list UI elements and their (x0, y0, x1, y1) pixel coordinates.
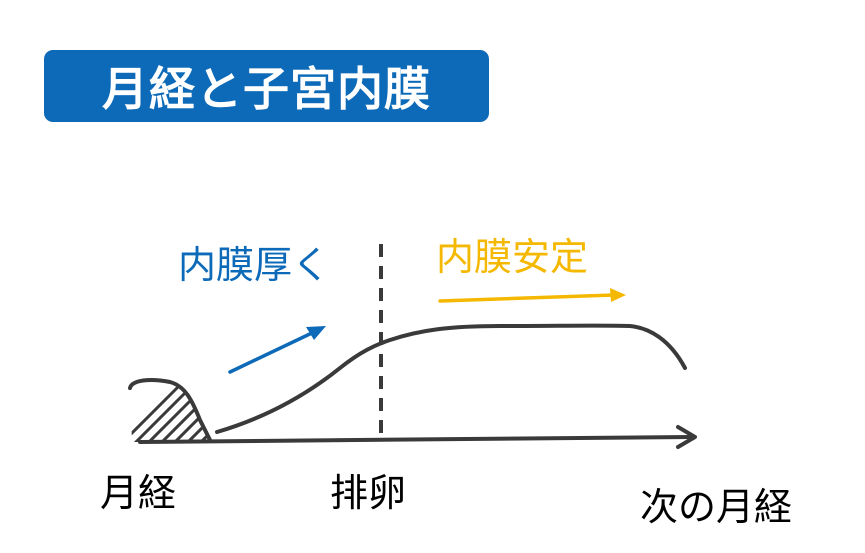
title-badge: 月経と子宮内膜 (44, 50, 489, 122)
thickening-arrow-shaft (228, 330, 316, 374)
thickening-arrowhead (306, 326, 326, 340)
stable-arrow-shaft (438, 293, 616, 303)
time-axis (138, 435, 692, 444)
axis-label-ovulation: 排卵 (330, 471, 407, 515)
hatch-line (170, 383, 210, 442)
time-axis-arrowhead (676, 425, 697, 449)
menstruation-outline (128, 378, 212, 442)
phase-label-thickening: 内膜厚く (178, 243, 331, 287)
endometrium-curve (215, 323, 687, 434)
hatch-line (131, 383, 195, 442)
axis-label-menstruation: 月経 (100, 471, 177, 515)
stable-arrowhead (610, 288, 626, 302)
phase-label-stable: 内膜安定 (436, 235, 589, 279)
hatch-line (183, 383, 210, 442)
hatch-line (130, 383, 182, 442)
menstruation-hatch (130, 383, 210, 442)
axis-label-next-menstruation: 次の月経 (640, 485, 793, 529)
diagram-title: 月経と子宮内膜 (102, 62, 431, 116)
